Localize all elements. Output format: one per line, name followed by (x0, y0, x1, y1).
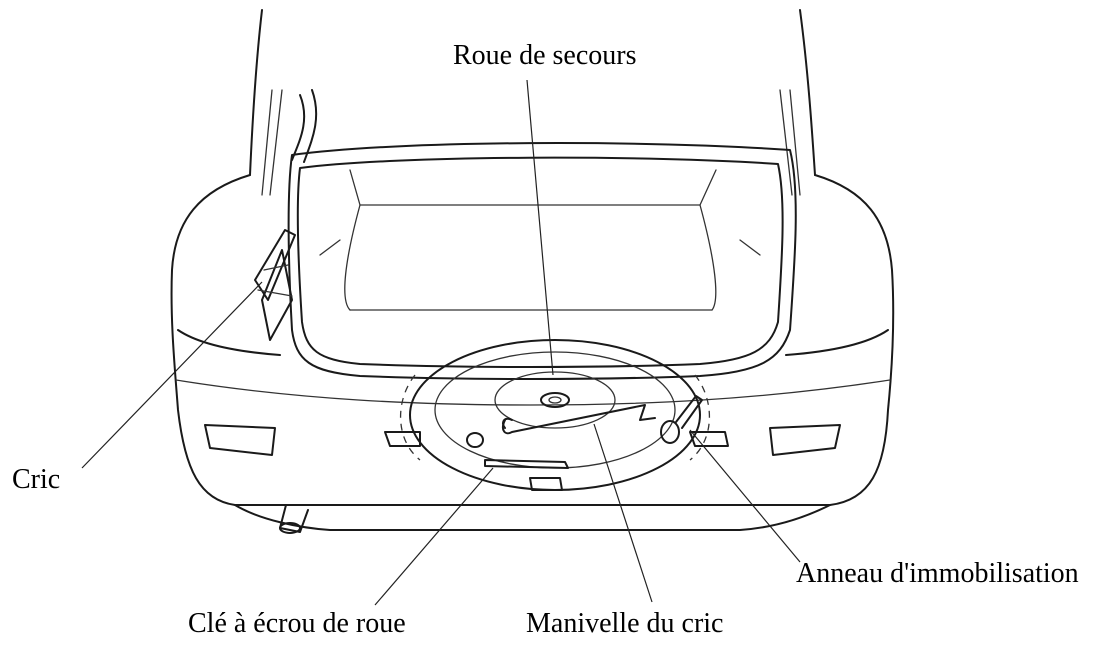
jack-handle (502, 404, 656, 435)
trunk-lid (249, 9, 816, 196)
label-jack-handle: Manivelle du cric (526, 608, 724, 639)
label-tie-down-eyelet: Anneau d'immobilisation (796, 558, 1079, 589)
trunk-opening (287, 142, 797, 380)
tie-down-eyelet (660, 395, 703, 444)
label-spare-wheel: Roue de secours (453, 40, 637, 71)
leader-lines (81, 79, 801, 606)
label-jack: Cric (12, 464, 61, 495)
label-lug-wrench: Clé à écrou de roue (188, 608, 406, 639)
spare-wheel (384, 339, 729, 491)
car-body (170, 174, 895, 534)
lug-wrench (466, 432, 569, 469)
jack (254, 229, 296, 341)
